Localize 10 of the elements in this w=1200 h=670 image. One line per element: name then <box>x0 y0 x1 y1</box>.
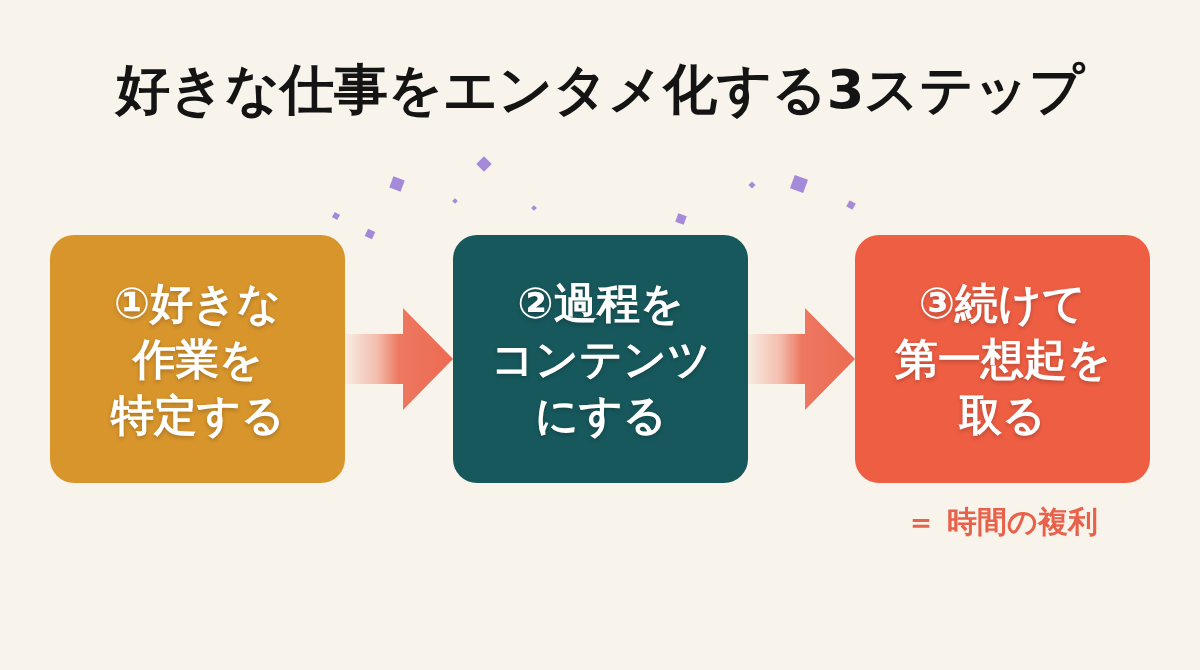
step-box <box>855 235 1150 483</box>
diagram-title: 好きな仕事をエンタメ化する3ステップ <box>115 57 1085 123</box>
step-label: ③続けて第一想起を取る <box>894 277 1111 442</box>
step-box <box>453 235 748 483</box>
result-note: ＝ 時間の複利 <box>906 503 1098 541</box>
step-box <box>50 235 345 483</box>
arrow <box>345 308 453 410</box>
step-label: ①好きな作業を特定する <box>110 277 285 442</box>
step-label: ②過程をコンテンツにする <box>490 277 711 442</box>
arrow <box>748 308 855 410</box>
